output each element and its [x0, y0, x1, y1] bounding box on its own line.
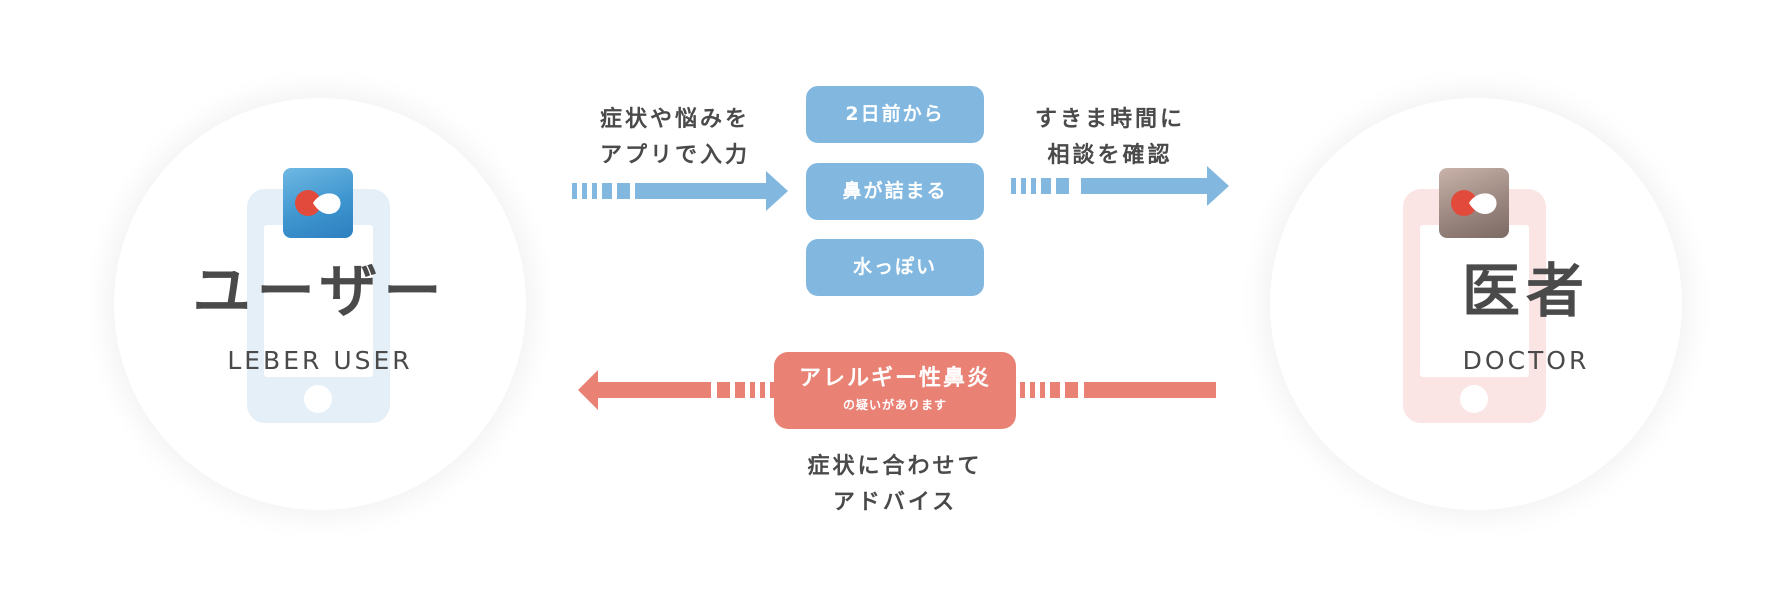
doctor-subtitle: DOCTOR [1462, 346, 1590, 375]
leber-app-icon [1439, 168, 1509, 238]
diagnosis-box: アレルギー性鼻炎 の疑いがあります [774, 352, 1016, 429]
arrow-left-icon [578, 370, 775, 410]
arrow-right-icon [1011, 166, 1229, 206]
leber-app-icon [283, 168, 353, 238]
consult-label: すきま時間に 相談を確認 [1034, 107, 1185, 168]
user-subtitle: LEBER USER [227, 346, 413, 375]
symptom-pill: 水っぽい [806, 239, 984, 296]
input-label: 症状や悩みを アプリで入力 [599, 107, 750, 168]
symptom-pill: 2日前から [806, 86, 984, 143]
arrow-right-icon [572, 171, 788, 211]
arrow-line [1020, 382, 1216, 398]
doctor-title: 医者 [1461, 257, 1590, 325]
user-title: ユーザー [192, 257, 448, 325]
diagnosis-subtitle: の疑いがあります [842, 398, 947, 412]
diagnosis-title: アレルギー性鼻炎 [798, 366, 991, 391]
advice-label: 症状に合わせて アドバイス [807, 454, 983, 515]
symptom-pill: 鼻が詰まる [806, 163, 984, 220]
